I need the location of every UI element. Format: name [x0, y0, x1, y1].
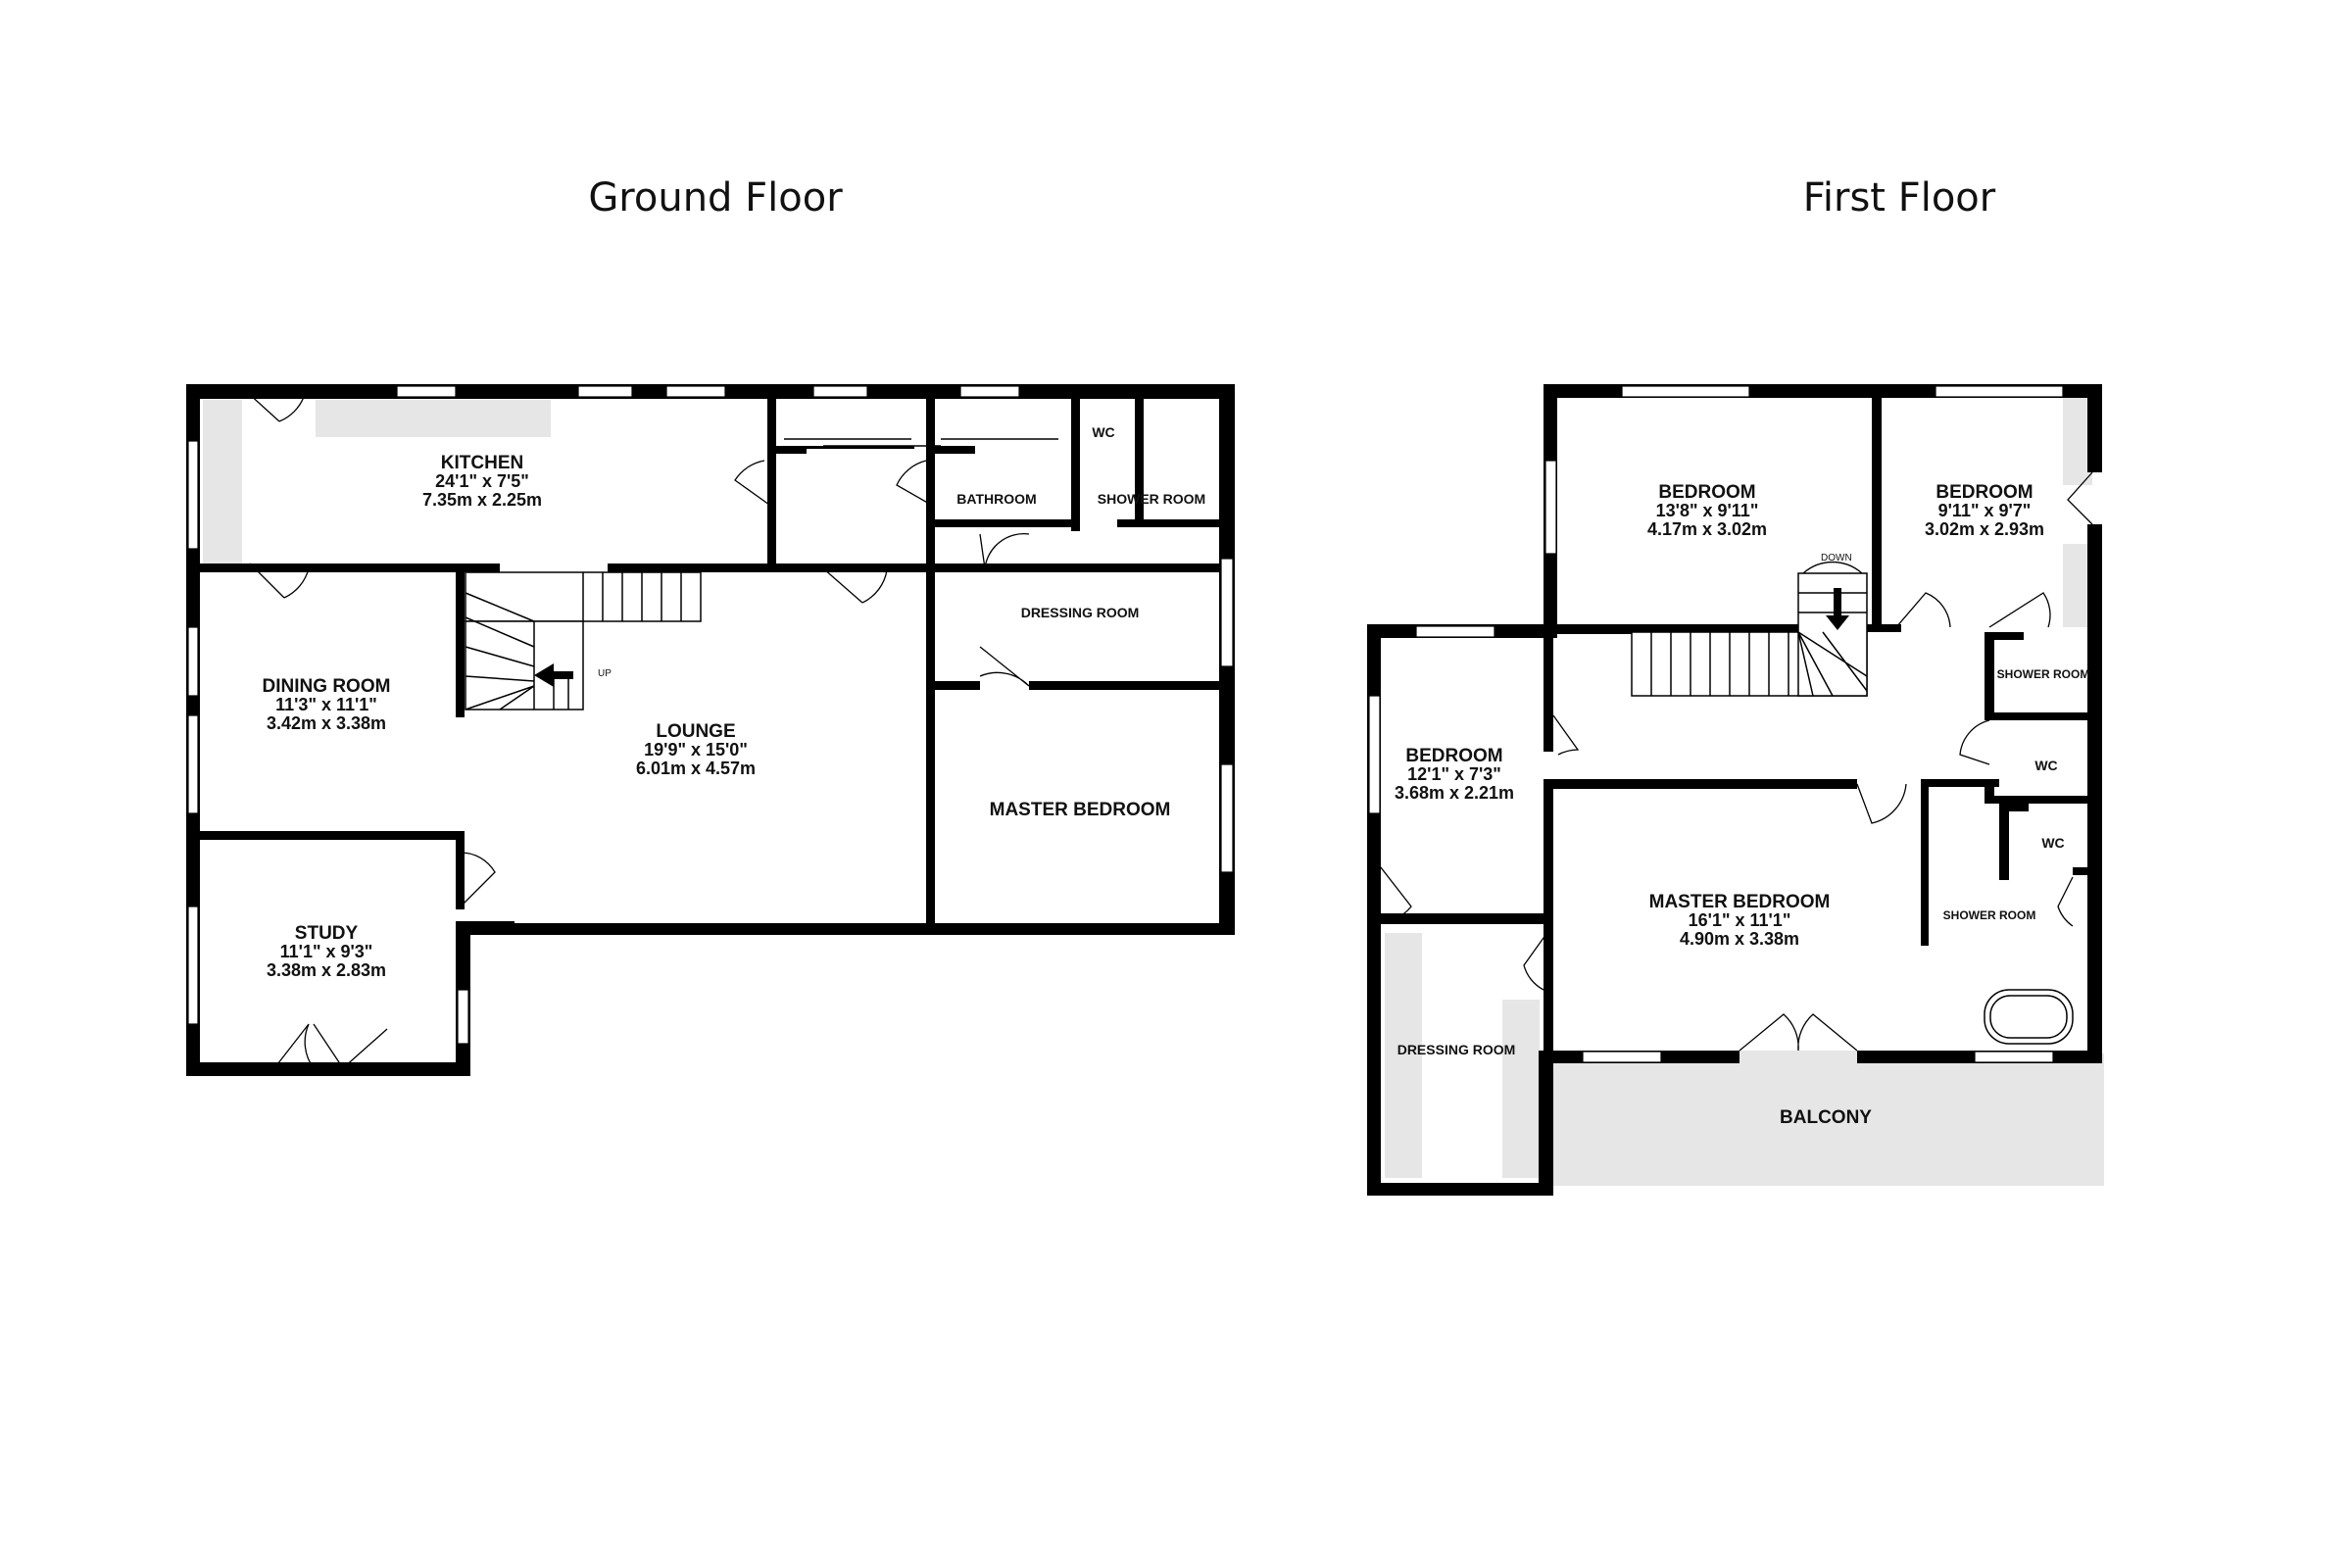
first-bedroom2-label: BEDROOM 9'11" x 9'7" 3.02m x 2.93m [1925, 482, 2044, 539]
ground-study-label: STUDY 11'1" x 9'3" 3.38m x 2.83m [267, 923, 386, 980]
svg-text:LOUNGE: LOUNGE [656, 721, 735, 742]
svg-text:BEDROOM: BEDROOM [1936, 482, 2033, 503]
svg-text:6.01m x 4.57m: 6.01m x 4.57m [636, 759, 756, 778]
ground-bathroom-label: BATHROOM [956, 491, 1036, 507]
first-dressing-label: DRESSING ROOM [1397, 1042, 1516, 1057]
ground-wc-label: WC [1092, 424, 1114, 440]
first-bedroom1-label: BEDROOM 13'8" x 9'11" 4.17m x 3.02m [1647, 482, 1767, 539]
svg-text:11'3" x 11'1": 11'3" x 11'1" [275, 695, 377, 714]
svg-text:4.17m x 3.02m: 4.17m x 3.02m [1647, 519, 1767, 539]
svg-text:BEDROOM: BEDROOM [1658, 482, 1755, 503]
first-wc1-label: WC [2034, 758, 2057, 773]
svg-text:4.90m x 3.38m: 4.90m x 3.38m [1680, 929, 1799, 949]
svg-text:KITCHEN: KITCHEN [441, 453, 523, 473]
first-master-label: MASTER BEDROOM 16'1" x 11'1" 4.90m x 3.3… [1649, 892, 1831, 949]
first-wc2-label: WC [2041, 835, 2064, 851]
ground-floor-plan: UP KITCHEN 24'1" x 7'5" 7.35m x 2.25m DI… [186, 384, 1235, 1076]
svg-text:3.38m x 2.83m: 3.38m x 2.83m [267, 960, 386, 980]
ground-lounge-label: LOUNGE 19'9" x 15'0" 6.01m x 4.57m [636, 721, 756, 778]
ground-dressing-label: DRESSING ROOM [1021, 605, 1140, 620]
svg-text:3.02m x 2.93m: 3.02m x 2.93m [1925, 519, 2044, 539]
ground-floor-title: Ground Floor [588, 175, 843, 220]
first-shower2-label: SHOWER ROOM [1943, 908, 2036, 922]
first-balcony-label: BALCONY [1780, 1107, 1872, 1128]
ground-staircase: UP [465, 571, 702, 710]
svg-text:16'1" x 11'1": 16'1" x 11'1" [1689, 910, 1791, 930]
svg-text:MASTER BEDROOM: MASTER BEDROOM [1649, 892, 1831, 912]
first-floor-title: First Floor [1803, 175, 1996, 220]
ground-stair-label: UP [598, 668, 612, 679]
svg-text:DINING ROOM: DINING ROOM [263, 676, 391, 697]
svg-text:13'8" x 9'11": 13'8" x 9'11" [1656, 501, 1759, 520]
ground-shower-label: SHOWER ROOM [1098, 491, 1205, 507]
svg-text:24'1" x 7'5": 24'1" x 7'5" [435, 471, 529, 491]
ground-dining-label: DINING ROOM 11'3" x 11'1" 3.42m x 3.38m [263, 676, 391, 733]
svg-text:19'9" x 15'0": 19'9" x 15'0" [644, 740, 748, 760]
ground-master-label: MASTER BEDROOM [990, 800, 1171, 820]
svg-text:11'1" x 9'3": 11'1" x 9'3" [280, 942, 373, 961]
svg-text:9'11" x 9'7": 9'11" x 9'7" [1938, 501, 2032, 520]
first-bedroom3-label: BEDROOM 12'1" x 7'3" 3.68m x 2.21m [1395, 746, 1514, 803]
first-staircase: DOWN [1631, 553, 1868, 697]
ground-kitchen-label: KITCHEN 24'1" x 7'5" 7.35m x 2.25m [422, 453, 542, 510]
first-shower1-label: SHOWER ROOM [1997, 667, 2090, 681]
svg-text:3.42m x 3.38m: 3.42m x 3.38m [267, 713, 386, 733]
svg-text:BEDROOM: BEDROOM [1405, 746, 1502, 766]
svg-text:12'1" x 7'3": 12'1" x 7'3" [1407, 764, 1501, 784]
svg-text:3.68m x 2.21m: 3.68m x 2.21m [1395, 783, 1514, 803]
first-stair-label: DOWN [1821, 553, 1852, 564]
first-floor-plan: DOWN BEDROOM 13'8" x 9'11" 4.17m x 3.02m… [1367, 384, 2104, 1196]
svg-text:7.35m x 2.25m: 7.35m x 2.25m [422, 490, 542, 510]
svg-text:STUDY: STUDY [295, 923, 359, 944]
